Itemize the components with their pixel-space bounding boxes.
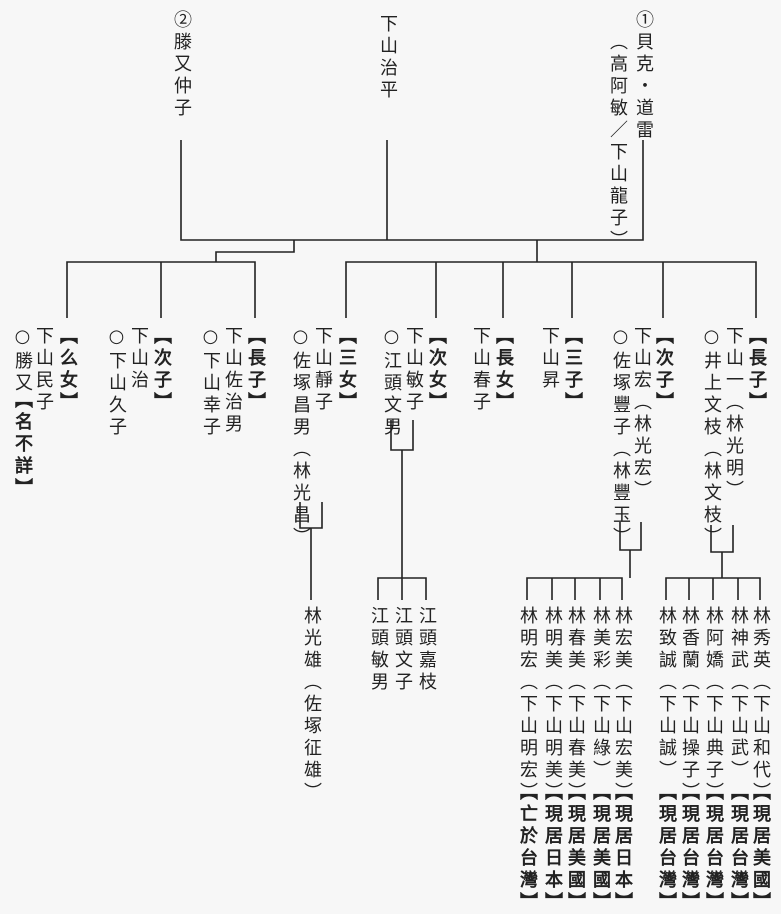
child-name: 下山治 [128, 326, 149, 392]
second-wife-children-connector [66, 240, 295, 318]
grandchild-name: 江頭嘉枝 [416, 606, 437, 694]
grandchild-residence: 【現居日本】 [542, 782, 563, 914]
grandchild-residence: 【現居台灣】 [656, 782, 677, 914]
child-name: 下山宏（林光宏） [631, 326, 652, 502]
second-wife-name: ②滕又仲子 [171, 10, 192, 120]
first-wife-name: ①貝克・道雷 [633, 10, 654, 142]
grandchild-name: 林阿嬌（下山典子） [703, 606, 724, 804]
child-name: 下山靜子 [312, 326, 333, 414]
child-rank: 【三女】 [336, 326, 357, 414]
grandchild-residence: 【現居台灣】 [728, 782, 749, 914]
child-spouse: ○勝又 [12, 326, 33, 395]
grandchild-residence: 【現居美國】 [750, 782, 771, 914]
grandchild-residence: 【現居台灣】 [703, 782, 724, 914]
child-spouse-note: 【名不詳】 [12, 390, 33, 500]
child-name: 下山春子 [470, 326, 491, 414]
child-rank: 【次子】 [151, 326, 172, 414]
grandchild-name: 林明美（下山明美） [542, 606, 563, 804]
child-name: 下山敏子 [403, 326, 424, 414]
grandchild-name: 林美彩（下山綠） [590, 606, 611, 782]
father-name: 下山治平 [377, 14, 398, 102]
jijo-couple-connector [377, 420, 427, 600]
grandchild-name: 林光雄（佐塚征雄） [301, 606, 322, 804]
child-spouse: ○下山幸子 [200, 326, 221, 439]
parents-connector [180, 140, 644, 241]
choshi-couple-connector [665, 525, 761, 600]
child-name: 下山民子 [33, 326, 54, 414]
grandchild-name: 林春美（下山春美） [565, 606, 586, 804]
grandchild-residence: 【現居美國】 [565, 782, 586, 914]
grandchild-residence: 【現居美國】 [590, 782, 611, 914]
child-name: 下山昇 [539, 326, 560, 392]
grandchild-name: 江頭文子 [392, 606, 413, 694]
grandchild-name: 江頭敏男 [368, 606, 389, 694]
child-rank: 【長女】 [493, 326, 514, 414]
child-spouse: ○井上文枝（林文枝） [701, 326, 722, 549]
child-rank: 【次子】 [653, 326, 674, 414]
child-rank: 【三子】 [562, 326, 583, 414]
sanjo-couple-connector [299, 502, 323, 600]
child-spouse: ○下山久子 [106, 326, 127, 439]
grandchild-name: 林致誠（下山誠） [656, 606, 677, 782]
grandchild-residence: 【現居台灣】 [679, 782, 700, 914]
first-wife-children-connector [345, 240, 757, 318]
child-spouse: ○佐塚豐子（林豐玉） [610, 326, 631, 549]
child-spouse: ○江頭文男 [381, 326, 402, 439]
child-name: 下山一（林光明） [723, 326, 744, 502]
grandchild-name: 林宏美（下山宏美） [612, 606, 633, 804]
child-rank: 【次女】 [426, 326, 447, 414]
grandchild-name: 林秀英（下山和代） [750, 606, 771, 804]
child-rank: 【么女】 [57, 326, 78, 414]
grandchild-name: 林香蘭（下山操子） [679, 606, 700, 804]
first-wife-alias: （高阿敏／下山龍子） [607, 32, 628, 252]
child-rank: 【長子】 [746, 326, 767, 414]
grandchild-name: 林神武（下山武） [728, 606, 749, 782]
child-rank: 【長子】 [245, 326, 266, 414]
family-tree-lines [66, 140, 761, 600]
grandchild-name: 林明宏（下山明宏） [517, 606, 538, 804]
child-name: 下山佐治男 [222, 326, 243, 436]
grandchild-residence: 【現居日本】 [612, 782, 633, 914]
jishi-couple-connector [526, 522, 642, 600]
grandchild-residence: 【亡於台灣】 [517, 782, 538, 914]
child-spouse: ○佐塚昌男（林光昌） [290, 326, 311, 549]
